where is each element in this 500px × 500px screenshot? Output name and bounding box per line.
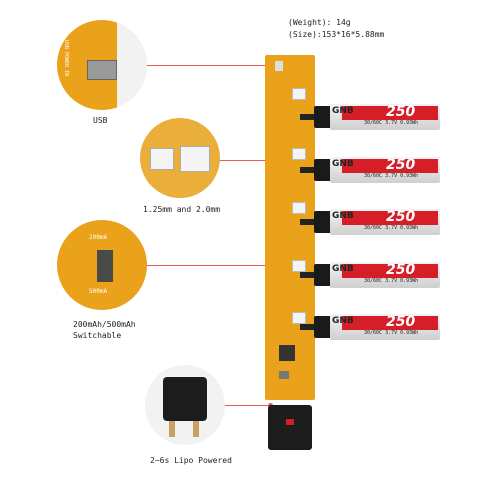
jst-20-icon [180,146,210,172]
battery-brand: GNB [332,264,354,274]
battery: GNB 250 30/60C 3.7V 0.93Wh [300,262,440,288]
jst-connector [292,148,306,160]
battery-capacity: 250 [386,314,416,330]
battery-body: GNB 250 30/60C 3.7V 0.93Wh [330,262,440,288]
battery-wire [300,114,316,120]
xt30-connector [268,405,312,450]
battery: GNB 250 30/60C 3.7V 0.93Wh [300,209,440,235]
weight-spec: (Weight): 14g [288,18,351,27]
chip-icon [279,345,295,361]
power-label: 2~6s Lipo Powered [150,456,232,465]
battery-spec: 30/60C 3.7V 0.93Wh [364,278,419,284]
battery-brand: GNB [332,159,354,169]
slide-switch-icon [97,250,113,282]
size-spec: (Size):153*16*5.88mm [288,30,385,39]
battery-capacity: 250 [386,262,416,278]
battery-label-band [342,316,438,330]
charger-board [265,55,315,400]
xt30-closeup [145,365,225,445]
battery-capacity: 250 [386,104,416,120]
battery-brand: GNB [332,316,354,326]
switch-icon [279,371,289,379]
battery-body: GNB 250 30/60C 3.7V 0.93Wh [330,209,440,235]
battery-label-band [342,106,438,120]
battery-body: GNB 250 30/60C 3.7V 0.93Wh [330,157,440,183]
usb-board-label: USB POWER IN [63,40,69,77]
battery-cap [314,211,332,233]
battery-brand: GNB [332,106,354,116]
battery-label-band [342,264,438,278]
connector-callout-line [220,160,270,161]
jst-connector [292,312,306,324]
jst-125-icon [150,148,174,170]
xt30-pin-icon [193,421,199,437]
battery-spec: 30/60C 3.7V 0.93Wh [364,225,419,231]
switch-label-line2: Switchable [73,331,122,340]
battery-body: GNB 250 30/60C 3.7V 0.93Wh [330,314,440,340]
switch-closeup: 200mA 500mA [57,220,147,310]
switch-callout-line [147,265,270,266]
battery-label-band [342,211,438,225]
switch-high-label: 200mA [89,234,108,241]
battery-cap [314,106,332,128]
usb-callout-line [147,65,270,66]
jst-connector [292,260,306,272]
battery-body: GNB 250 30/60C 3.7V 0.93Wh [330,104,440,130]
xt30-marker [286,419,294,425]
usb-closeup: USB POWER IN [57,20,147,110]
connector-closeup [140,118,220,198]
battery-wire [300,272,316,278]
battery-cap [314,316,332,338]
battery-brand: GNB [332,211,354,221]
battery-cap [314,264,332,286]
battery-spec: 30/60C 3.7V 0.93Wh [364,120,419,126]
battery-wire [300,167,316,173]
jst-connector [292,88,306,100]
usb-port-icon [87,60,117,80]
battery-wire [300,219,316,225]
battery-capacity: 250 [386,209,416,225]
battery-wire [300,324,316,330]
xt30-connector-icon [163,377,207,421]
switch-low-label: 500mA [89,288,108,295]
battery-spec: 30/60C 3.7V 0.93Wh [364,173,419,179]
usb-port-icon [275,61,283,71]
battery: GNB 250 30/60C 3.7V 0.93Wh [300,157,440,183]
battery-spec: 30/60C 3.7V 0.93Wh [364,330,419,336]
switch-label-line1: 200mAh/500mAh [73,320,136,329]
battery: GNB 250 30/60C 3.7V 0.93Wh [300,104,440,130]
battery-capacity: 250 [386,157,416,173]
xt30-pin-icon [169,421,175,437]
jst-connector [292,202,306,214]
battery: GNB 250 30/60C 3.7V 0.93Wh [300,314,440,340]
power-callout-line [225,405,270,406]
battery-label-band [342,159,438,173]
usb-label: USB [93,116,108,125]
connectors-label: 1.25mm and 2.0mm [143,205,221,214]
battery-cap [314,159,332,181]
